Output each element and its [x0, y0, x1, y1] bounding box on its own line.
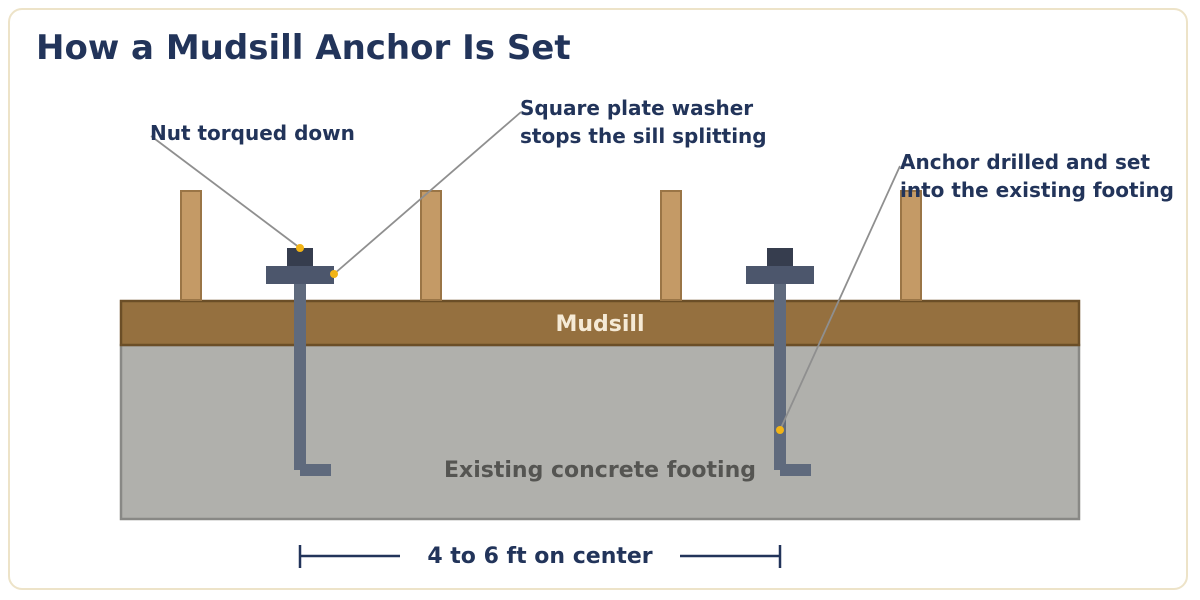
- spacing-label: 4 to 6 ft on center: [427, 544, 652, 569]
- anchor-bolt-right: [746, 248, 814, 476]
- anchor-bolt-left: [266, 248, 334, 476]
- leader-line-washer: [333, 111, 522, 275]
- diagram-title: How a Mudsill Anchor Is Set: [36, 28, 571, 68]
- mudsill-label: Mudsill: [555, 312, 644, 337]
- leader-dot: [296, 244, 304, 252]
- stud: [420, 190, 442, 301]
- leader-line-anchor: [779, 165, 901, 431]
- leader-dot: [776, 426, 784, 434]
- wall-studs: [180, 190, 922, 301]
- callout-anchor: Anchor drilled and set into the existing…: [900, 150, 1174, 202]
- bolt-hook: [300, 464, 331, 476]
- callout-washer: Square plate washer stops the sill split…: [520, 96, 767, 148]
- nut: [287, 248, 313, 266]
- concrete-footing: [119, 343, 1081, 521]
- bolt-shaft: [294, 282, 306, 470]
- footing-label: Existing concrete footing: [444, 458, 756, 483]
- stud: [180, 190, 202, 301]
- bolt-shaft: [774, 282, 786, 470]
- bolt-hook: [780, 464, 811, 476]
- plate-washer: [746, 266, 814, 284]
- stud: [660, 190, 682, 301]
- leader-lines: [150, 111, 901, 434]
- mudsill-board: [119, 299, 1081, 347]
- nut: [767, 248, 793, 266]
- leader-dot: [330, 270, 338, 278]
- spacing-dimension: 4 to 6 ft on center: [298, 544, 782, 569]
- leader-line-nut: [150, 135, 301, 249]
- plate-washer: [266, 266, 334, 284]
- stud: [900, 190, 922, 301]
- callout-nut: Nut torqued down: [150, 121, 355, 145]
